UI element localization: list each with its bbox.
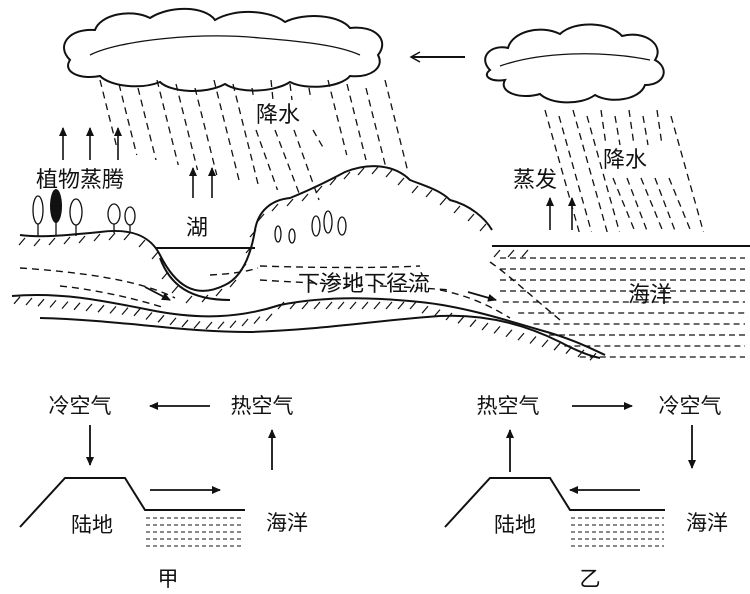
- sea-precipitation: [544, 109, 705, 233]
- jia-cold-air-label: 冷空气: [49, 394, 112, 418]
- jia-land-label: 陆地: [71, 513, 113, 537]
- yi-caption: 乙: [580, 567, 601, 591]
- land-cloud: [63, 7, 384, 92]
- plants: [32, 189, 347, 244]
- plant-transpiration-label: 植物蒸腾: [36, 168, 124, 193]
- groundwater-runoff-label: 下渗地下径流: [298, 272, 430, 297]
- jia-caption: 甲: [158, 567, 179, 591]
- groundwater-layers: [11, 257, 606, 361]
- land-surface: [18, 165, 750, 304]
- jia-hot-air-label: 热空气: [231, 394, 294, 418]
- evaporation-label: 蒸发: [513, 168, 557, 193]
- land-precipitation-label: 降水: [256, 103, 300, 128]
- evaporation-arrows: [546, 197, 576, 230]
- sea-cloud: [484, 23, 665, 104]
- panel-yi: 热空气 冷空气 陆地 海洋 乙: [444, 394, 728, 591]
- yi-hot-air-label: 热空气: [477, 394, 540, 418]
- yi-cold-air-label: 冷空气: [659, 394, 722, 418]
- ocean-water: [500, 257, 745, 358]
- sea-precipitation-label: 降水: [603, 148, 647, 173]
- transpiration-arrows: [59, 127, 216, 198]
- lake-label: 湖: [186, 216, 208, 241]
- yi-ocean-label: 海洋: [686, 511, 728, 535]
- jia-ocean-label: 海洋: [266, 511, 308, 535]
- yi-land-label: 陆地: [494, 513, 536, 537]
- ocean-label: 海洋: [628, 283, 672, 308]
- panel-jia: 冷空气 热空气 陆地 海洋 甲: [19, 394, 308, 591]
- land-precipitation: [99, 79, 409, 201]
